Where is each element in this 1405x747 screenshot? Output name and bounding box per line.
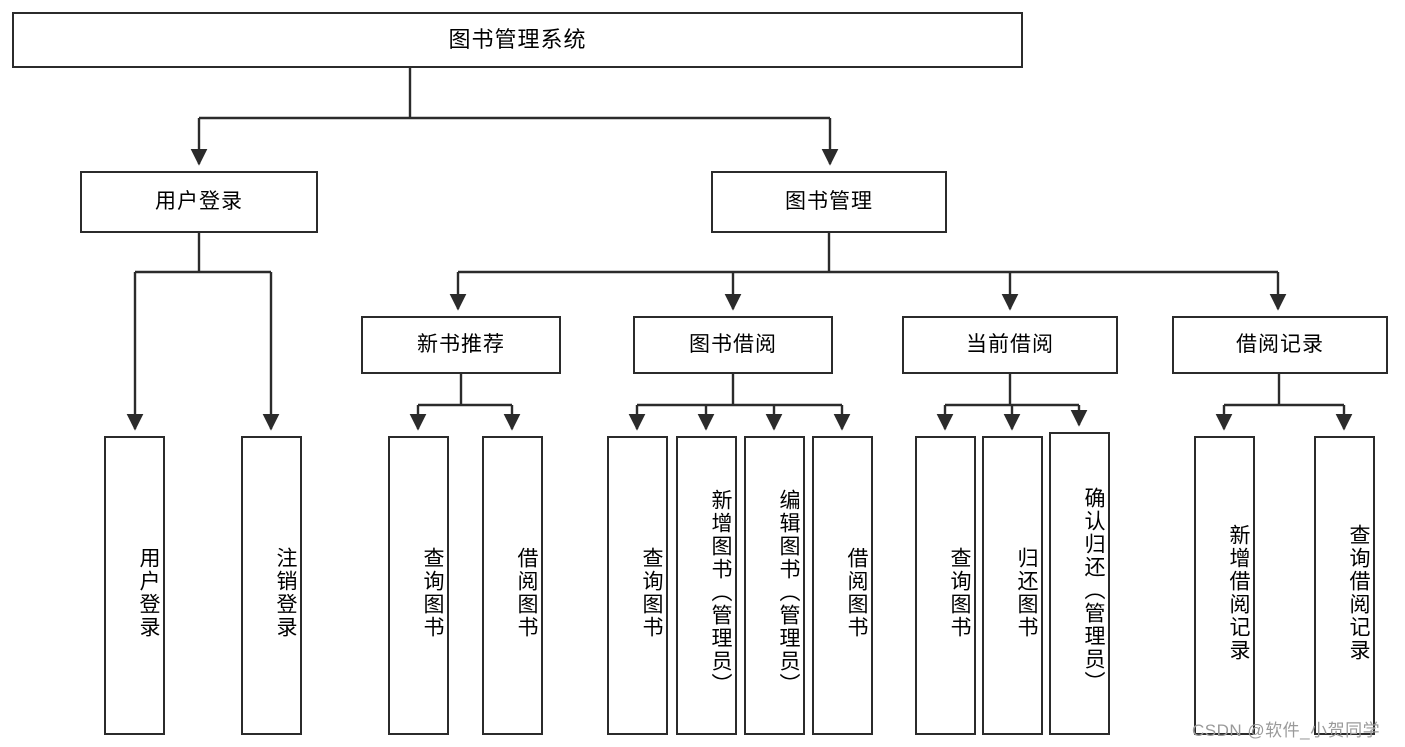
node-user-login-label: 用户登录 bbox=[155, 189, 243, 213]
node-leaf-return-book-label: 归还图书 bbox=[1015, 546, 1038, 639]
node-leaf-query-book-1-label: 查询图书 bbox=[421, 546, 444, 639]
node-book-borrow[interactable]: 图书借阅 bbox=[633, 316, 833, 374]
node-leaf-borrow-book-1[interactable]: 借阅图书 bbox=[482, 436, 543, 735]
node-user-login[interactable]: 用户登录 bbox=[80, 171, 318, 233]
node-leaf-return-book[interactable]: 归还图书 bbox=[982, 436, 1043, 735]
node-leaf-query-book-3-label: 查询图书 bbox=[948, 546, 971, 639]
node-book-manage[interactable]: 图书管理 bbox=[711, 171, 947, 233]
node-leaf-borrow-book-2-label: 借阅图书 bbox=[845, 546, 868, 639]
node-borrow-record-label: 借阅记录 bbox=[1236, 332, 1324, 356]
node-leaf-query-book-2[interactable]: 查询图书 bbox=[607, 436, 668, 735]
node-leaf-add-book-admin[interactable]: 新增图书（管理员） bbox=[676, 436, 737, 735]
node-leaf-query-book-2-label: 查询图书 bbox=[640, 546, 663, 639]
node-current-borrow[interactable]: 当前借阅 bbox=[902, 316, 1118, 374]
node-leaf-logout-login[interactable]: 注销登录 bbox=[241, 436, 302, 735]
node-leaf-logout-login-label: 注销登录 bbox=[274, 546, 297, 639]
csdn-watermark: CSDN @软件_小贺同学 bbox=[1192, 721, 1381, 740]
node-leaf-query-borrow-record[interactable]: 查询借阅记录 bbox=[1314, 436, 1375, 735]
node-leaf-confirm-return-admin[interactable]: 确认归还（管理员） bbox=[1049, 432, 1110, 735]
node-leaf-edit-book-admin-label: 编辑图书（管理员） bbox=[777, 489, 800, 696]
node-leaf-borrow-book-2[interactable]: 借阅图书 bbox=[812, 436, 873, 735]
node-root[interactable]: 图书管理系统 bbox=[12, 12, 1023, 68]
node-leaf-query-book-3[interactable]: 查询图书 bbox=[915, 436, 976, 735]
node-new-book-recommend-label: 新书推荐 bbox=[417, 332, 505, 356]
node-leaf-add-book-admin-label: 新增图书（管理员） bbox=[709, 489, 732, 696]
node-leaf-query-borrow-record-label: 查询借阅记录 bbox=[1347, 523, 1370, 662]
node-leaf-borrow-book-1-label: 借阅图书 bbox=[515, 546, 538, 639]
node-leaf-add-borrow-record[interactable]: 新增借阅记录 bbox=[1194, 436, 1255, 735]
node-leaf-edit-book-admin[interactable]: 编辑图书（管理员） bbox=[744, 436, 805, 735]
node-leaf-user-login-label: 用户登录 bbox=[137, 546, 160, 639]
node-book-manage-label: 图书管理 bbox=[785, 189, 873, 213]
node-leaf-user-login[interactable]: 用户登录 bbox=[104, 436, 165, 735]
node-new-book-recommend[interactable]: 新书推荐 bbox=[361, 316, 561, 374]
node-borrow-record[interactable]: 借阅记录 bbox=[1172, 316, 1388, 374]
node-leaf-confirm-return-admin-label: 确认归还（管理员） bbox=[1082, 487, 1105, 694]
node-leaf-query-book-1[interactable]: 查询图书 bbox=[388, 436, 449, 735]
node-root-label: 图书管理系统 bbox=[448, 27, 587, 53]
node-book-borrow-label: 图书借阅 bbox=[689, 332, 777, 356]
node-current-borrow-label: 当前借阅 bbox=[966, 332, 1054, 356]
node-leaf-add-borrow-record-label: 新增借阅记录 bbox=[1227, 523, 1250, 662]
